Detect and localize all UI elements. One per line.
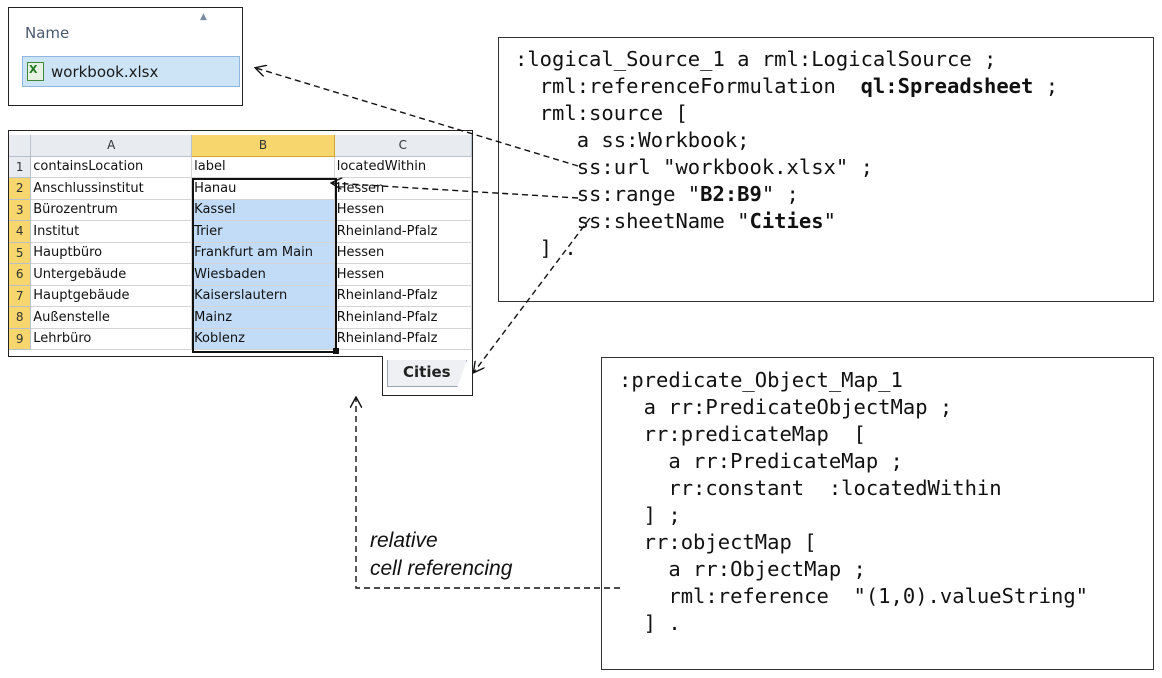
row-number[interactable]: 1 <box>9 156 32 178</box>
cell-b[interactable]: Trier <box>191 220 335 243</box>
code-line: :predicate_Object_Map_1 <box>619 368 903 392</box>
code-line-range: ss:range " <box>515 182 701 206</box>
cell-c[interactable]: Hessen <box>334 177 472 200</box>
logical-source-code: :logical_Source_1 a rml:LogicalSource ; … <box>515 46 1058 262</box>
code-line: ] . <box>515 236 577 260</box>
cell-c[interactable]: Rheinland-Pfalz <box>334 285 472 307</box>
sheet-tab-bar: Cities <box>382 356 473 396</box>
code-line: ] . <box>619 611 681 635</box>
row-number[interactable]: 7 <box>9 285 32 307</box>
cell-a[interactable]: Hauptgebäude <box>30 285 193 307</box>
code-line-url: ss:url "workbook.xlsx" ; <box>515 155 873 179</box>
row-number[interactable]: 6 <box>9 263 32 286</box>
code-line: ] ; <box>619 503 681 527</box>
cell-c[interactable]: Rheinland-Pfalz <box>334 328 472 350</box>
code-line: rr:predicateMap [ <box>619 422 866 446</box>
row-number[interactable]: 3 <box>9 199 32 221</box>
sheet-tab-cities[interactable]: Cities <box>387 360 467 387</box>
cell-c[interactable]: Rheinland-Pfalz <box>334 306 472 329</box>
file-row-workbook[interactable]: workbook.xlsx <box>22 56 240 87</box>
cell-b[interactable]: Kaiserslautern <box>191 285 335 307</box>
cell-b[interactable]: Frankfurt am Main <box>191 242 335 264</box>
corner-cell[interactable] <box>9 135 32 157</box>
cell-c[interactable]: Hessen <box>334 242 472 264</box>
code-line: a rr:PredicateObjectMap ; <box>619 395 953 419</box>
cell-a[interactable]: Bürozentrum <box>30 199 193 221</box>
cell-b[interactable]: label <box>191 156 335 178</box>
code-line: rr:objectMap [ <box>619 530 817 554</box>
fill-handle[interactable] <box>333 348 339 354</box>
code-line: a rr:ObjectMap ; <box>619 557 866 581</box>
row-number[interactable]: 5 <box>9 242 32 264</box>
code-line: :logical_Source_1 a rml:LogicalSource ; <box>515 47 997 71</box>
cell-c[interactable]: Hessen <box>334 199 472 221</box>
cell-a[interactable]: Außenstelle <box>30 306 193 329</box>
predicate-object-map-code-box: :predicate_Object_Map_1 a rr:PredicateOb… <box>601 357 1154 670</box>
cell-a[interactable]: Institut <box>30 220 193 243</box>
column-header-b[interactable]: B <box>191 135 335 157</box>
code-bold: ql:Spreadsheet <box>860 74 1034 98</box>
logical-source-code-box: :logical_Source_1 a rml:LogicalSource ; … <box>498 37 1154 302</box>
code-bold: B2:B9 <box>700 182 762 206</box>
cell-b[interactable]: Koblenz <box>191 328 335 350</box>
row-number[interactable]: 2 <box>9 177 32 200</box>
cell-b[interactable]: Kassel <box>191 199 335 221</box>
file-explorer-panel: Name ▲ workbook.xlsx <box>8 7 243 106</box>
code-line-sheetname: ss:sheetName " <box>515 209 750 233</box>
code-line: rml:reference "(1,0).valueString" <box>619 584 1088 608</box>
row-number[interactable]: 8 <box>9 306 32 329</box>
cell-c[interactable]: Hessen <box>334 263 472 286</box>
cell-a[interactable]: Anschlussinstitut <box>30 177 193 200</box>
annotation-line: cell referencing <box>370 557 513 580</box>
cell-b[interactable]: Wiesbaden <box>191 263 335 286</box>
cell-a[interactable]: Hauptbüro <box>30 242 193 264</box>
cell-b[interactable]: Hanau <box>191 177 335 200</box>
code-line: rml:source [ <box>515 101 688 125</box>
cell-a[interactable]: Untergebäude <box>30 263 193 286</box>
cell-a[interactable]: Lehrbüro <box>30 328 193 350</box>
sort-ascending-icon: ▲ <box>200 12 207 22</box>
code-line: " ; <box>761 182 799 206</box>
code-line: a rr:PredicateMap ; <box>619 449 903 473</box>
annotation-line: relative <box>370 529 438 552</box>
predicate-object-map-code: :predicate_Object_Map_1 a rr:PredicateOb… <box>619 367 1088 637</box>
cell-c[interactable]: Rheinland-Pfalz <box>334 220 472 243</box>
column-header-a[interactable]: A <box>30 135 193 157</box>
code-line: " <box>823 209 836 233</box>
row-number[interactable]: 9 <box>9 328 32 350</box>
code-line: rr:constant :locatedWithin <box>619 476 1002 500</box>
file-name: workbook.xlsx <box>51 63 159 81</box>
name-column-header[interactable]: Name <box>25 24 70 42</box>
sheet-tab-label: Cities <box>403 363 451 381</box>
cell-b[interactable]: Mainz <box>191 306 335 329</box>
code-line: a ss:Workbook; <box>515 128 750 152</box>
cell-c[interactable]: locatedWithin <box>334 156 472 178</box>
code-line: rml:referenceFormulation <box>515 74 861 98</box>
relative-cell-referencing-label: relative cell referencing <box>370 527 512 583</box>
column-header-c[interactable]: C <box>334 135 472 157</box>
excel-file-icon <box>27 62 44 81</box>
code-bold: Cities <box>749 209 824 233</box>
row-number[interactable]: 4 <box>9 220 32 243</box>
code-line: ; <box>1033 74 1059 98</box>
cell-a[interactable]: containsLocation <box>30 156 193 178</box>
